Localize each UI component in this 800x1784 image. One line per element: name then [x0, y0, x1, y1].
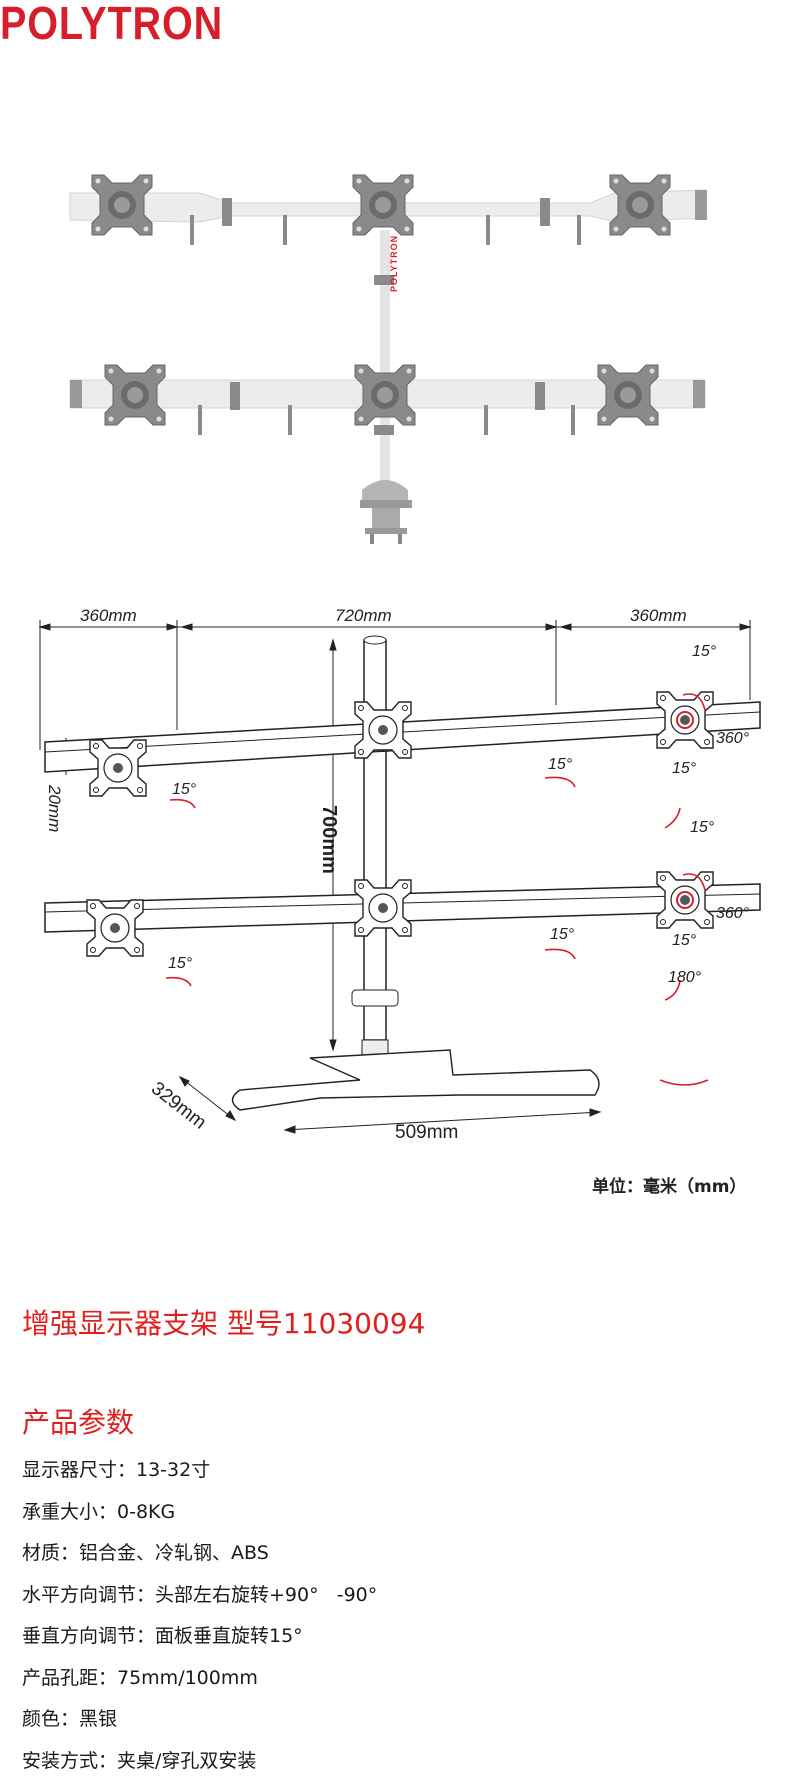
rotation-arrows — [165, 693, 709, 1086]
dim-width-right: 360mm — [630, 606, 687, 625]
angle-label: 15° — [690, 819, 715, 836]
angle-label: 15° — [172, 781, 197, 798]
spec-item: 显示器尺寸：13-32寸 — [22, 1459, 211, 1481]
spec-item: 水平方向调节：头部左右旋转+90° -90° — [22, 1584, 378, 1606]
mount-plates — [86, 691, 714, 957]
spec-item: 颜色：黑银 — [22, 1708, 118, 1730]
dimension-drawing — [38, 620, 761, 1134]
angle-label: 15° — [672, 760, 697, 777]
dim-width-left: 360mm — [80, 606, 137, 625]
dim-width-center: 720mm — [335, 606, 392, 625]
spec-item: 安装方式：夹桌/穿孔双安装 — [22, 1750, 257, 1772]
angle-label: 360° — [716, 905, 750, 922]
angle-label: 15° — [692, 643, 717, 660]
spec-item: 垂直方向调节：面板垂直旋转15° — [22, 1625, 303, 1647]
unit-note: 单位：毫米（mm） — [592, 1177, 747, 1197]
angle-label: 180° — [668, 969, 702, 986]
product-title: 增强显示器支架 型号11030094 — [22, 1307, 426, 1340]
angle-label: 15° — [550, 926, 575, 943]
dim-bar-height: 20mm — [45, 785, 64, 833]
spec-item: 产品孔距：75mm/100mm — [22, 1667, 258, 1689]
spec-item: 承重大小：0-8KG — [22, 1501, 176, 1523]
specs-heading: 产品参数 — [22, 1406, 135, 1439]
dim-base-width: 509mm — [395, 1122, 459, 1143]
polytron-logo: POLYTRON — [0, 0, 224, 49]
product-photo — [69, 174, 707, 544]
product-illustration — [38, 174, 761, 1134]
angle-label: 360° — [716, 730, 750, 747]
angle-label: 15° — [168, 955, 193, 972]
dim-height: 700mm — [318, 805, 340, 874]
pole-brand-text: POLYTRON — [389, 234, 399, 292]
angle-label: 15° — [548, 756, 573, 773]
spec-item: 材质：铝合金、冷轧钢、ABS — [22, 1542, 269, 1564]
angle-label: 15° — [672, 932, 697, 949]
